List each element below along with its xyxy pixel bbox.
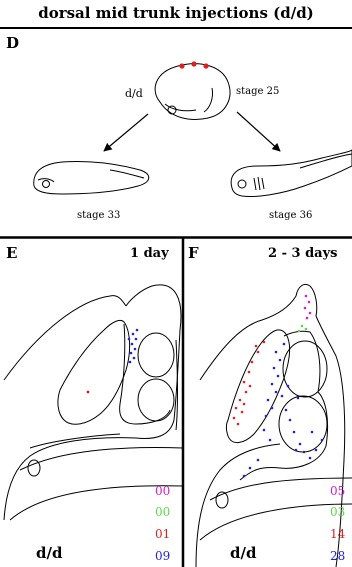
stage-33-embryo xyxy=(34,161,149,194)
panel-f-count-magenta: 05 xyxy=(330,483,345,499)
arrow-to-stage-33 xyxy=(104,114,148,151)
arrow-to-stage-36 xyxy=(237,112,280,151)
panel-f-letter: F xyxy=(188,244,199,262)
panel-e-count-blue: 09 xyxy=(155,548,170,564)
panel-f-section xyxy=(196,284,352,567)
panel-e-red-cell xyxy=(87,391,90,394)
panel-f-magenta-cells xyxy=(304,295,312,320)
panel-f-time: 2 - 3 days xyxy=(268,246,337,261)
stage-25-embryo xyxy=(155,64,230,120)
panel-e-time: 1 day xyxy=(130,246,169,261)
panel-f-count-blue: 28 xyxy=(330,548,345,564)
panel-e-letter: E xyxy=(6,244,17,262)
injection-sites xyxy=(179,61,208,68)
panel-e-count-red: 01 xyxy=(155,526,170,542)
panel-e-count-green: 00 xyxy=(155,504,170,520)
panel-e-genotype: d/d xyxy=(36,544,62,562)
stage-36-embryo xyxy=(231,150,352,197)
panel-f-red-cells xyxy=(233,341,266,426)
panel-e-count-magenta: 00 xyxy=(155,483,170,499)
panel-f-count-red: 14 xyxy=(330,526,345,542)
panel-f-genotype: d/d xyxy=(230,544,256,562)
panel-f-count-green: 03 xyxy=(330,504,345,520)
